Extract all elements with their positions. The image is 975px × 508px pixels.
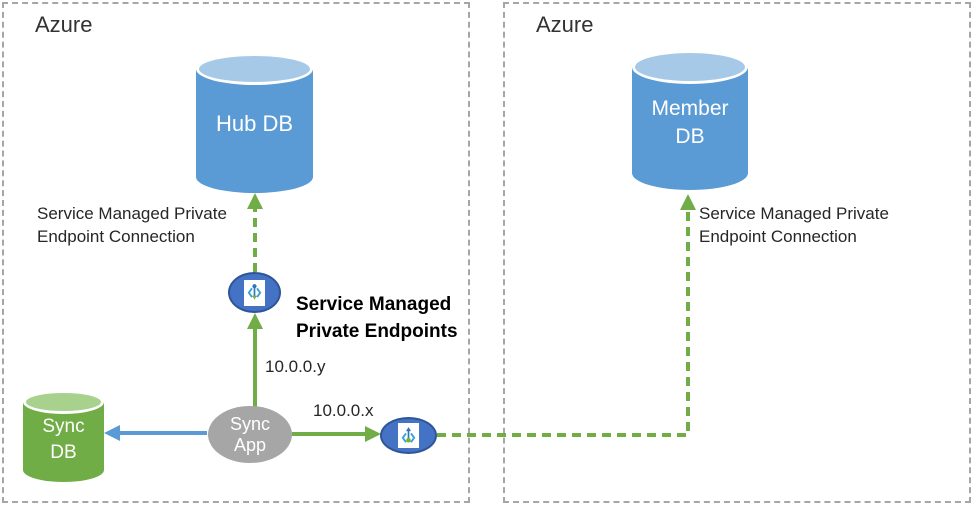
ip-label-x: 10.0.0.x <box>313 401 374 420</box>
member-db-label: Member DB <box>632 95 748 151</box>
hub-db-top <box>196 53 313 85</box>
azure-region-left-label: Azure <box>35 12 93 37</box>
azure-region-right-label: Azure <box>536 12 594 37</box>
endpoints-title-line1: Service Managed <box>296 294 452 315</box>
right-connection-label: Service Managed Private Endpoint Connect… <box>699 202 889 248</box>
left-connection-label-line2: Endpoint Connection <box>37 227 195 246</box>
right-connection-label-line1: Service Managed Private <box>699 204 889 223</box>
sync-app-label-line1: Sync <box>229 413 271 434</box>
hub-db-cylinder: Hub DB <box>196 53 313 193</box>
member-db-cylinder: Member DB <box>632 50 748 190</box>
sync-db-body <box>23 402 104 482</box>
service-managed-private-endpoints-title: Service Managed Private Endpoints <box>296 291 458 345</box>
hub-db-body <box>196 69 313 193</box>
member-db-label-line2: DB <box>675 125 705 148</box>
sync-db-label: Sync DB <box>23 414 104 466</box>
right-connection-label-line2: Endpoint Connection <box>699 227 857 246</box>
left-connection-label: Service Managed Private Endpoint Connect… <box>37 202 227 248</box>
private-endpoint-node-hub <box>228 272 281 313</box>
member-db-label-line1: Member <box>651 97 729 120</box>
sync-db-top <box>23 390 104 414</box>
member-db-top <box>632 50 748 84</box>
sync-db-cylinder: Sync DB <box>23 390 104 482</box>
left-connection-label-line1: Service Managed Private <box>37 204 227 223</box>
sync-db-label-line1: Sync <box>42 416 85 437</box>
private-endpoint-node-member <box>380 417 437 454</box>
private-endpoint-icon <box>244 279 265 306</box>
sync-db-label-line2: DB <box>50 442 77 463</box>
private-endpoint-icon <box>398 423 419 448</box>
member-db-body <box>632 67 748 190</box>
endpoints-title-line2: Private Endpoints <box>296 321 458 342</box>
ip-label-y: 10.0.0.y <box>265 357 326 376</box>
sync-app-node: Sync App <box>208 406 292 463</box>
sync-app-label-line2: App <box>233 434 267 455</box>
hub-db-label: Hub DB <box>215 111 294 136</box>
